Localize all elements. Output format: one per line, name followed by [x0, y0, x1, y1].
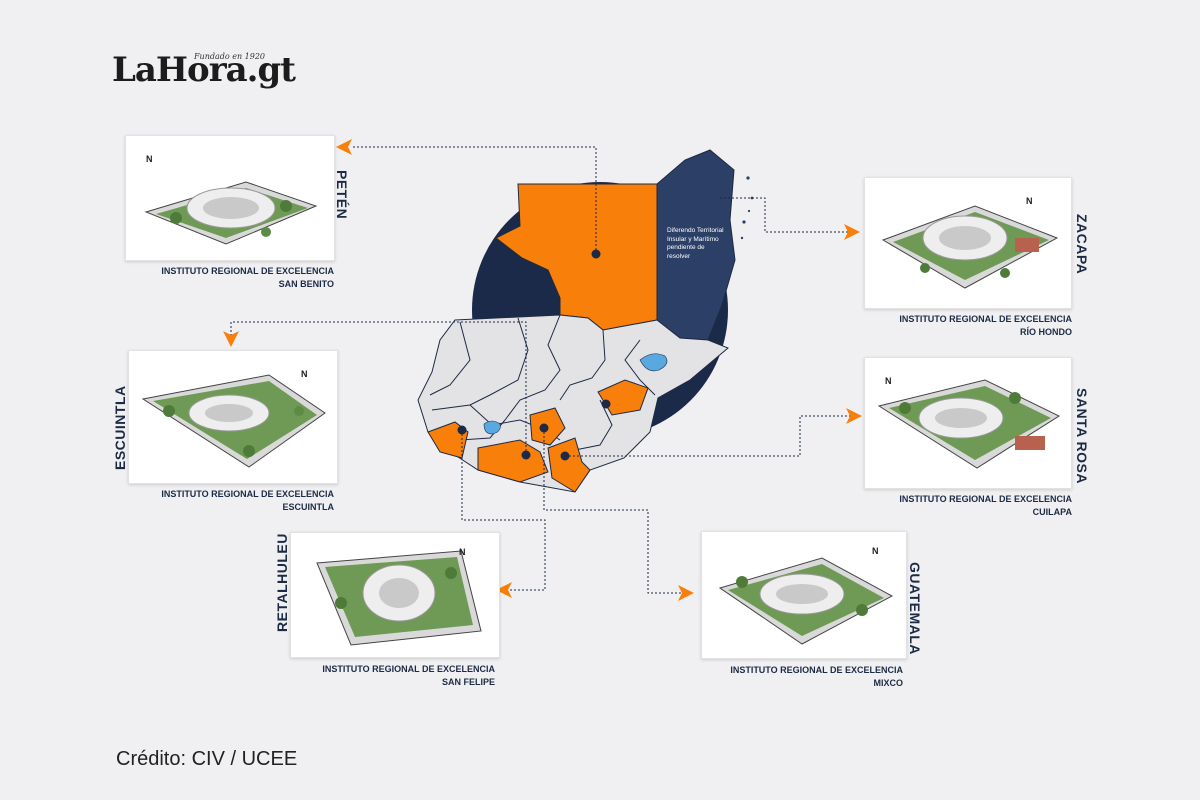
- dept-label-guatemala: GUATEMALA: [907, 562, 923, 655]
- region-santa-rosa: [547, 437, 591, 493]
- caption-line2: CUILAPA: [1032, 507, 1072, 517]
- caption-santa-rosa: INSTITUTO REGIONAL DE EXCELENCIA CUILAPA: [899, 493, 1072, 519]
- caption-line1: INSTITUTO REGIONAL DE EXCELENCIA: [322, 664, 495, 674]
- dept-label-retalhuleu: RETALHULEU: [274, 533, 290, 632]
- leader-zacapa: [720, 197, 848, 233]
- caption-line1: INSTITUTO REGIONAL DE EXCELENCIA: [899, 494, 1072, 504]
- dispute-note: Diferendo Territorial Insular y Marítimo…: [667, 227, 724, 260]
- dept-label-santa-rosa: SANTA ROSA: [1074, 388, 1090, 484]
- rendering-image: [144, 181, 318, 245]
- lake-atitlan: [483, 420, 501, 435]
- card-peten: N: [125, 135, 335, 261]
- arrow-santa-rosa: [846, 408, 862, 424]
- region-escuintla: [477, 439, 549, 483]
- card-escuintla: N: [128, 350, 338, 484]
- caption-line1: INSTITUTO REGIONAL DE EXCELENCIA: [899, 314, 1072, 324]
- pointer-arrows: [223, 139, 862, 601]
- leader-guatemala: [543, 428, 682, 594]
- card-zacapa: N: [864, 177, 1072, 309]
- rendering-image: [877, 379, 1061, 469]
- region-zacapa: [597, 379, 649, 416]
- caption-line2: RÍO HONDO: [1019, 327, 1072, 337]
- lahora-logo: LaHora.gt Fundado en 1920: [112, 50, 296, 94]
- dept-label-zacapa: ZACAPA: [1074, 214, 1090, 275]
- card-santa-rosa: N: [864, 357, 1072, 489]
- north-indicator: N: [885, 376, 892, 386]
- caption-peten: INSTITUTO REGIONAL DE EXCELENCIA SAN BEN…: [161, 265, 334, 291]
- rendering-image: [718, 557, 894, 645]
- cays: [740, 176, 754, 240]
- north-indicator: N: [459, 547, 466, 557]
- leader-santa-rosa: [565, 415, 850, 457]
- leader-retalhuleu: [461, 430, 546, 591]
- caption-line2: MIXCO: [873, 678, 903, 688]
- credit-text: Crédito: CIV / UCEE: [116, 748, 298, 770]
- lake-izabal: [639, 353, 668, 372]
- arrow-guatemala: [678, 585, 694, 601]
- arrow-retalhuleu: [496, 582, 512, 598]
- caption-escuintla: INSTITUTO REGIONAL DE EXCELENCIA ESCUINT…: [161, 488, 334, 514]
- dept-label-escuintla: ESCUINTLA: [112, 385, 128, 470]
- caption-guatemala: INSTITUTO REGIONAL DE EXCELENCIA MIXCO: [730, 664, 903, 690]
- card-retalhuleu: N: [290, 532, 500, 658]
- dept-label-peten: PETÉN: [334, 170, 350, 220]
- logo-text: LaHora.gt: [112, 50, 296, 90]
- caption-line1: INSTITUTO REGIONAL DE EXCELENCIA: [161, 266, 334, 276]
- north-indicator: N: [146, 154, 153, 164]
- north-indicator: N: [872, 546, 879, 556]
- dot-rio-hondo: [601, 399, 611, 409]
- card-guatemala: N: [701, 531, 907, 659]
- leader-escuintla: [230, 321, 527, 455]
- rendering-image: [881, 205, 1059, 289]
- caption-line1: INSTITUTO REGIONAL DE EXCELENCIA: [730, 665, 903, 675]
- logo-tagline: Fundado en 1920: [194, 52, 266, 61]
- caption-line2: ESCUINTLA: [282, 502, 335, 512]
- north-indicator: N: [1026, 196, 1033, 206]
- arrow-peten: [336, 139, 352, 155]
- leader-lines: [230, 146, 850, 594]
- leader-peten: [352, 146, 597, 254]
- rendering-image: [316, 550, 482, 646]
- caption-line2: SAN FELIPE: [441, 677, 495, 687]
- caption-retalhuleu: INSTITUTO REGIONAL DE EXCELENCIA SAN FEL…: [322, 663, 495, 689]
- caption-zacapa: INSTITUTO REGIONAL DE EXCELENCIA RÍO HON…: [899, 313, 1072, 339]
- caption-line1: INSTITUTO REGIONAL DE EXCELENCIA: [161, 489, 334, 499]
- rendering-image: [141, 374, 326, 468]
- arrow-escuintla: [223, 331, 239, 347]
- north-indicator: N: [301, 369, 308, 379]
- arrow-zacapa: [844, 224, 860, 240]
- caption-line2: SAN BENITO: [278, 279, 334, 289]
